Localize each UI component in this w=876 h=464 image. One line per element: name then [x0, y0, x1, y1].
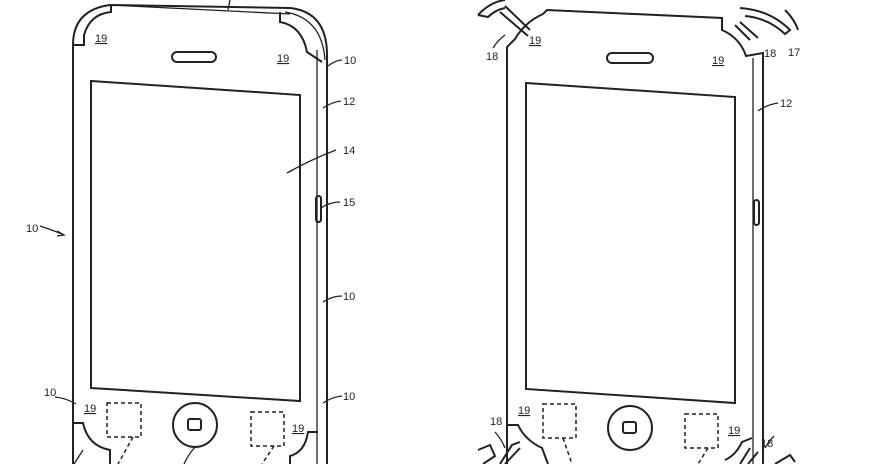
label-bumper-bottom-left: 18 — [490, 416, 502, 428]
label-bumper-top-left: 18 — [486, 51, 498, 63]
label-edge-bottom-left: 10 — [44, 387, 56, 399]
label-edge-top-right: 10 — [344, 55, 356, 67]
label-corner-bottom-right-right: 19 — [728, 425, 740, 437]
right-corner-bottom-right — [724, 437, 753, 461]
label-edge-bottom-right: 10 — [343, 391, 355, 403]
label-bumper-bottom-right: 18 — [761, 438, 773, 450]
left-device-top-edge — [109, 4, 326, 61]
right-bumper-bottom-right — [739, 447, 796, 464]
right-home-button — [607, 405, 653, 451]
right-dashed-region-b — [684, 413, 719, 449]
right-bumper-bottom-left — [477, 441, 521, 464]
right-display-screen — [525, 81, 736, 405]
label-corner-bottom-left-right: 19 — [518, 405, 530, 417]
left-device-outline — [72, 3, 328, 464]
left-speaker-slot — [171, 51, 217, 63]
label-display: 14 — [343, 145, 355, 157]
right-bumper-top-right — [734, 7, 799, 41]
label-device: 10 — [26, 223, 38, 235]
left-home-square-icon — [187, 418, 202, 431]
label-corner-bottom-left: 19 — [84, 403, 96, 415]
left-home-button — [172, 402, 218, 448]
left-device-figure: 10 10 12 14 15 10 10 10 19 19 19 19 — [26, 0, 356, 464]
right-bumper-top-left — [477, 0, 531, 37]
label-corner-bottom-right: 19 — [292, 423, 304, 435]
left-dashed-region-a — [106, 402, 142, 438]
label-corner-top-right-right: 19 — [712, 55, 724, 67]
label-edge-mid-right: 10 — [343, 291, 355, 303]
right-side-button — [753, 199, 760, 226]
left-corner-top-right — [279, 12, 323, 63]
label-side-button: 15 — [343, 197, 355, 209]
left-corner-bottom-left — [73, 422, 111, 464]
left-display-screen — [90, 79, 301, 403]
label-corner-top-left: 19 — [95, 33, 107, 45]
right-device-figure: 12 18 18 17 18 18 19 19 19 19 — [477, 0, 800, 464]
right-speaker-slot — [606, 52, 654, 64]
right-dashed-region-a — [542, 403, 577, 439]
label-bumper-top-right-b: 17 — [788, 47, 800, 59]
right-corner-bottom-left — [507, 424, 549, 464]
label-housing: 12 — [343, 96, 355, 108]
right-device-top-edge — [547, 9, 723, 19]
label-corner-top-left-right: 19 — [529, 35, 541, 47]
left-corner-top-left — [73, 4, 112, 46]
left-corner-bottom-right — [289, 431, 318, 464]
left-dashed-region-b — [250, 411, 285, 447]
label-corner-top-right: 19 — [277, 53, 289, 65]
label-housing-right: 12 — [780, 98, 792, 110]
label-bumper-top-right-a: 18 — [764, 48, 776, 60]
left-side-button — [315, 195, 322, 223]
right-home-square-icon — [622, 421, 637, 434]
